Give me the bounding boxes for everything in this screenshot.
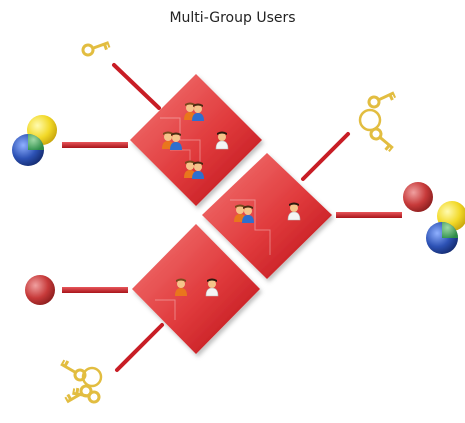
connector-balls-left-top [62, 142, 128, 148]
red-ball-icon [25, 275, 55, 305]
group-diamond-right [202, 153, 332, 279]
keys-icon [56, 357, 103, 408]
keyring-icon [358, 86, 398, 155]
connector-lines [62, 63, 402, 372]
connector-key-top [112, 63, 161, 110]
group-diamond-bottom [132, 224, 260, 354]
key-icon [80, 36, 113, 59]
connector-keys-bottom [115, 323, 164, 372]
group-diamond-top [130, 74, 262, 206]
diagram-title: Multi-Group Users [169, 10, 296, 26]
connector-keyring-right [301, 132, 350, 181]
multicolor-balls-icon [12, 115, 57, 166]
connector-ball-left-bottom [62, 287, 128, 293]
multicolor-balls-icon [426, 201, 465, 254]
connector-balls-right [336, 212, 402, 218]
red-ball-icon [403, 182, 433, 212]
